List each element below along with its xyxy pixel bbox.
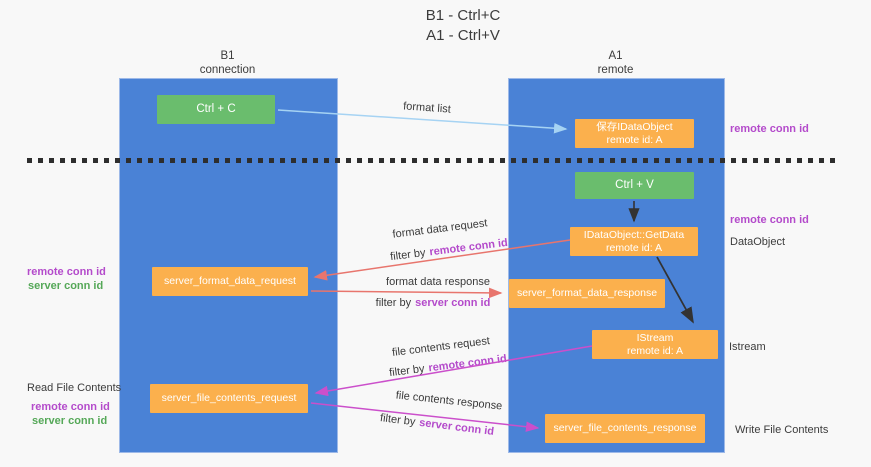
dashed-divider (27, 158, 839, 163)
lane-b1-title: B1 (220, 50, 235, 62)
idataobject-getdata-box: IDataObject::GetData remote id: A (570, 227, 698, 256)
filter-by-text: filter by (375, 297, 412, 309)
note-dataobject: DataObject (730, 236, 786, 248)
istream-line2: remote id: A (626, 344, 684, 357)
server-conn-id-accent: server conn id (418, 416, 495, 438)
note-read-file-contents: Read File Contents (27, 382, 122, 394)
note-istream: Istream (729, 341, 766, 353)
istream-box: IStream remote id: A (592, 330, 718, 359)
file-response-label: server_file_contents_response (553, 422, 697, 434)
lane-header-a1: A1 remote (508, 49, 723, 77)
title-line-2: A1 - Ctrl+V (426, 27, 500, 44)
label-format-data-response: format data response (386, 276, 490, 288)
lane-a1-subtitle: remote (597, 64, 634, 76)
ctrl-v-label: Ctrl + V (615, 179, 654, 191)
ctrl-c-box: Ctrl + C (157, 95, 275, 124)
server-conn-id-accent: server conn id (415, 297, 491, 309)
server-file-contents-response-box: server_file_contents_response (545, 414, 705, 443)
ctrl-v-box: Ctrl + V (575, 172, 694, 199)
note-write-file-contents: Write File Contents (735, 424, 829, 436)
server-file-contents-request-box: server_file_contents_request (150, 384, 308, 413)
filter-by-text: filter by (389, 246, 427, 264)
note-remote-conn-id-top: remote conn id (730, 123, 809, 135)
note-server-conn-id-left-bottom: server conn id (32, 415, 108, 427)
saved-dataobject-line2: remote id: A (606, 133, 663, 146)
saved-dataobject-box: 保存IDataObject remote id: A (575, 119, 694, 148)
filter-by-text: filter by (379, 412, 417, 429)
diagram-title: B1 - Ctrl+C A1 - Ctrl+V (333, 6, 593, 46)
getdata-line2: remote id: A (605, 241, 663, 254)
note-remote-conn-id-left-mid: remote conn id (27, 266, 106, 278)
format-request-label: server_format_data_request (164, 275, 296, 287)
note-remote-conn-id-left-bottom: remote conn id (31, 401, 110, 413)
label-format-list: format list (402, 100, 452, 116)
saved-dataobject-line1: 保存IDataObject (596, 120, 673, 133)
title-line-1: B1 - Ctrl+C (425, 7, 501, 24)
format-data-response-arrow (310, 287, 503, 299)
remote-conn-id-accent: remote conn id (428, 236, 509, 259)
server-format-data-response-box: server_format_data_response (509, 279, 665, 308)
istream-line1: IStream (636, 331, 674, 344)
remote-conn-id-accent: remote conn id (427, 352, 508, 375)
lane-header-b1: B1 connection (119, 49, 336, 77)
note-server-conn-id-left-mid: server conn id (28, 280, 104, 292)
label-format-data-request: format data request (391, 217, 489, 241)
label-file-contents-response: file contents response (395, 389, 503, 413)
file-request-label: server_file_contents_request (161, 392, 297, 404)
ctrl-c-label: Ctrl + C (196, 103, 236, 115)
lane-a1-title: A1 (608, 50, 623, 62)
filter-by-text: filter by (388, 362, 426, 380)
note-remote-conn-id-mid: remote conn id (730, 214, 809, 226)
server-format-data-request-box: server_format_data_request (152, 267, 308, 296)
label-file-contents-request: file contents request (391, 335, 491, 359)
lane-b1-subtitle: connection (199, 64, 256, 76)
format-response-label: server_format_data_response (516, 287, 658, 299)
getdata-line1: IDataObject::GetData (583, 228, 685, 241)
